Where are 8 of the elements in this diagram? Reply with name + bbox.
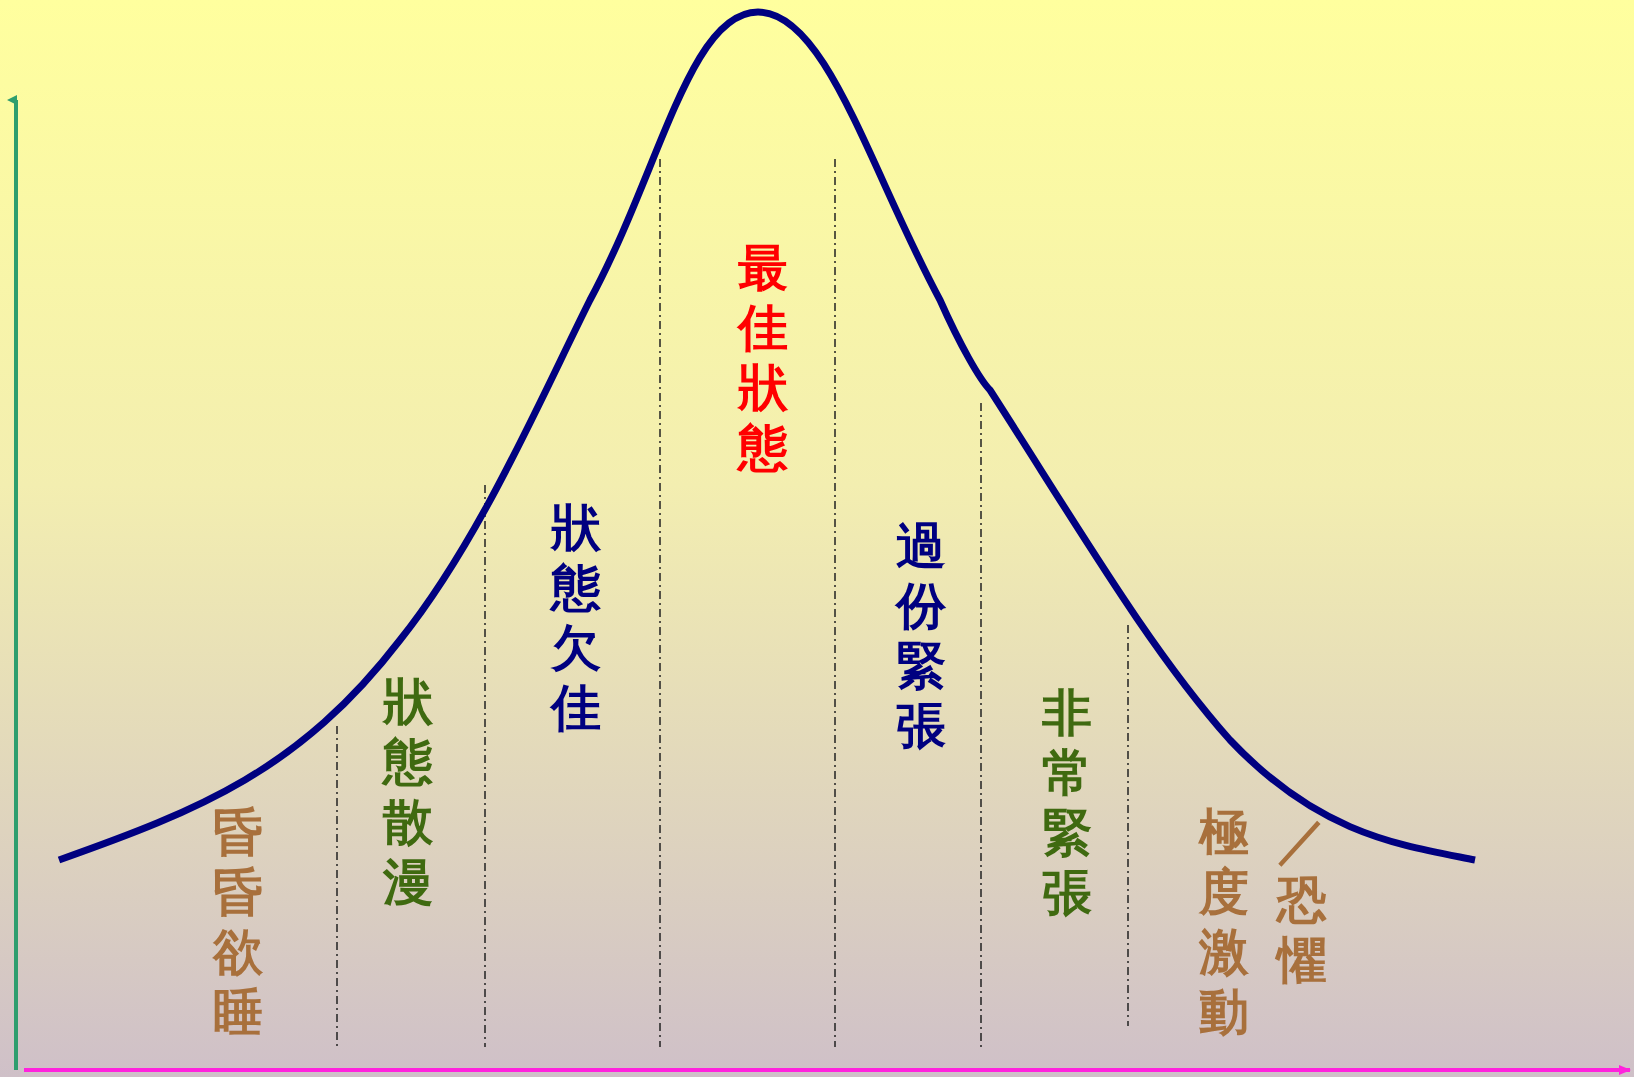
zone-label: 極度激動	[1197, 802, 1250, 1042]
zone-label: 最佳狀態	[735, 238, 789, 478]
zone-label: 昏昏欲睡	[211, 802, 264, 1042]
zone-label: ／恐懼	[1274, 810, 1328, 990]
zone-label: 過份緊張	[894, 516, 947, 756]
zone-label: 狀態散漫	[380, 672, 434, 912]
zone-label: 非常緊張	[1041, 683, 1093, 923]
zone-label: 狀態欠佳	[548, 498, 602, 738]
